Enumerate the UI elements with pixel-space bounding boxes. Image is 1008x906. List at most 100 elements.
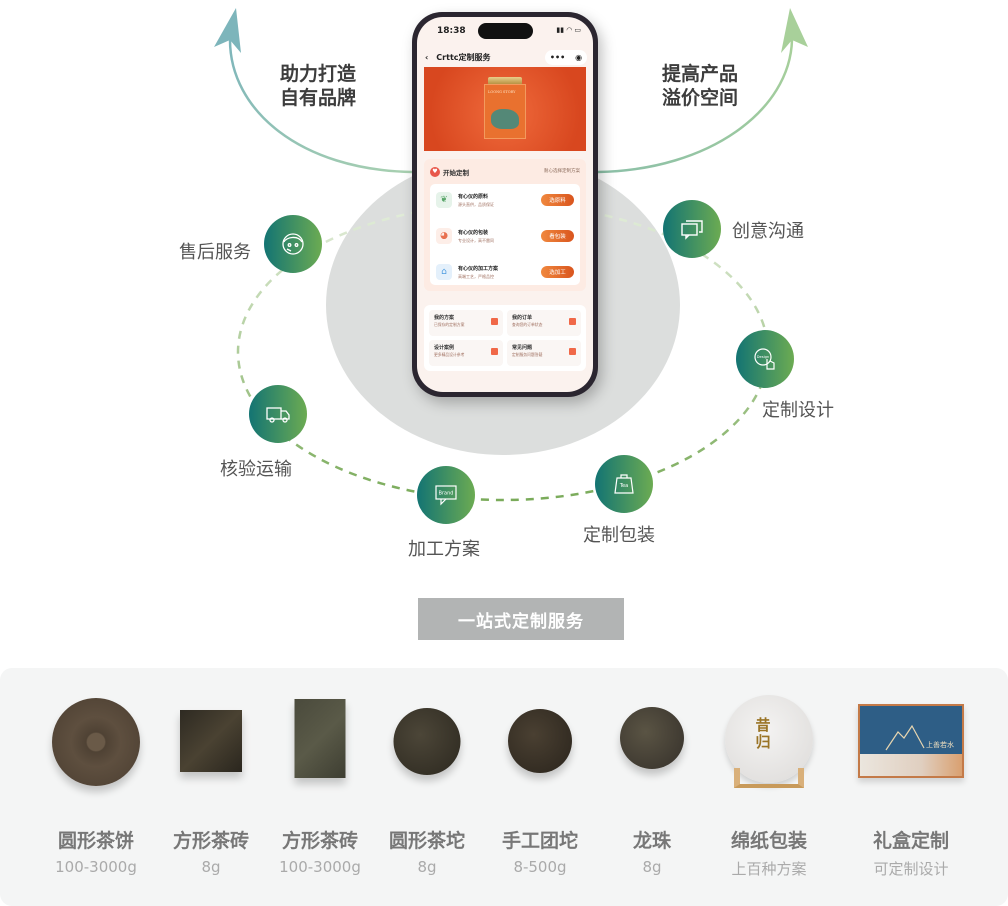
dragon-pearl-image	[620, 707, 684, 769]
left-arrow	[228, 39, 413, 174]
product-sub: 8g	[642, 858, 662, 876]
right-arrowhead	[781, 8, 808, 53]
product-name: 礼盒定制	[872, 830, 949, 852]
palette-icon: ◕	[436, 228, 452, 244]
step-shipping[interactable]	[249, 385, 307, 443]
options-list: ❦有心仪的原料源头直供，品质保证选原料 ◕有心仪的包装专业设计，高不雷同看包装 …	[430, 184, 580, 285]
tea-tin: LOONG STORY	[484, 84, 526, 139]
left-arrowhead	[214, 8, 241, 53]
back-icon[interactable]: ‹	[425, 52, 429, 62]
section-hint: 耐心选择定制方案	[544, 169, 580, 174]
product-sub: 8g	[417, 858, 437, 876]
faq[interactable]: 常见问题定制服务问题答疑	[507, 340, 581, 366]
grid-title: 设计案例	[434, 345, 455, 351]
truck-icon	[266, 407, 290, 423]
heart-icon: ♥	[430, 167, 440, 177]
option-title: 有心仪的包装	[458, 229, 489, 236]
option-material[interactable]: ❦有心仪的原料源头直供，品质保证选原料	[436, 186, 574, 214]
square-tea-brick-image	[180, 710, 242, 772]
dynamic-island	[478, 23, 533, 39]
capsule-menu[interactable]: ••• ◉	[545, 49, 587, 65]
slogan-line: 提高产品	[662, 63, 739, 85]
my-orders[interactable]: 我的订单查询您的订单状态	[507, 310, 581, 336]
product-sub: 8g	[201, 858, 221, 876]
box-strip	[860, 754, 962, 776]
step-label: 定制包装	[583, 525, 655, 546]
mountain-graphic	[885, 724, 925, 751]
shortcut-grid: 我的方案已保存的定制方案 我的订单查询您的订单状态 设计案例更多精品设计参考 常…	[424, 305, 586, 371]
product-sub: 100-3000g	[55, 858, 137, 876]
mini-program-nav: ‹ Crttc定制服务 ••• ◉	[425, 49, 587, 65]
more-icon[interactable]: •••	[549, 52, 566, 62]
tea-badge: Tea	[619, 483, 628, 489]
step-packaging[interactable]: Tea	[595, 455, 653, 513]
product-name: 手工团坨	[501, 830, 578, 852]
round-tea-cake-image	[52, 698, 140, 786]
design-badge: Design	[757, 355, 769, 359]
chat-bubbles-icon	[681, 220, 703, 240]
tin-artwork	[491, 109, 519, 129]
message-icon	[569, 348, 576, 355]
step-design[interactable]: Design	[736, 330, 794, 388]
slogan-line: 溢价空间	[662, 87, 739, 109]
step-label: 创意沟通	[732, 221, 804, 242]
step-communication[interactable]	[663, 200, 721, 258]
gift-box-image: 上善若水	[858, 704, 964, 778]
option-sub: 专业设计，高不雷同	[458, 237, 494, 243]
status-icons: ▮▮ ◠ ▭	[556, 26, 581, 34]
leaf-icon: ❦	[436, 192, 452, 208]
grid-sub: 定制服务问题答疑	[512, 352, 543, 357]
wrap-calligraphy: 昔归	[755, 716, 771, 751]
status-time: 18:38	[437, 26, 466, 36]
order-icon	[569, 318, 576, 325]
book-icon	[491, 348, 498, 355]
grid-sub: 查询您的订单状态	[512, 322, 543, 327]
step-after-sales[interactable]	[264, 215, 322, 273]
option-sub: 源头直供，品质保证	[458, 201, 494, 207]
design-cases[interactable]: 设计案例更多精品设计参考	[429, 340, 503, 366]
product-sub: 8-500g	[513, 858, 567, 876]
one-stop-service-button[interactable]: 一站式定制服务	[418, 598, 624, 640]
right-arrow	[597, 39, 794, 174]
grid-title: 我的订单	[512, 315, 533, 321]
tin-label: LOONG STORY	[488, 90, 516, 94]
handmade-tuo-image	[508, 709, 572, 773]
rect-tea-brick-image	[294, 699, 346, 778]
product-sub: 上百种方案	[731, 860, 807, 878]
tin-lid	[488, 77, 522, 85]
customer-service-icon	[282, 233, 304, 255]
close-target-icon[interactable]: ◉	[575, 52, 583, 62]
slogan-line: 助力打造	[280, 63, 357, 85]
view-packaging-button[interactable]: 看包装	[541, 230, 574, 242]
brand-chat-icon: Brand	[435, 485, 457, 506]
factory-icon: ⌂	[436, 264, 452, 280]
product-name: 龙珠	[632, 830, 671, 852]
phone-screen: 18:38 ▮▮ ◠ ▭ ‹ Crttc定制服务 ••• ◉ LOONG STOR…	[417, 17, 593, 392]
brand-badge: Brand	[439, 491, 454, 497]
product-name: 圆形茶饼	[57, 830, 134, 852]
choose-material-button[interactable]: 选原料	[541, 194, 574, 206]
phone-mockup: 18:38 ▮▮ ◠ ▭ ‹ Crttc定制服务 ••• ◉ LOONG STOR…	[412, 12, 598, 397]
product-name: 绵纸包装	[730, 830, 807, 852]
section-title: 开始定制	[443, 169, 469, 177]
step-label: 加工方案	[408, 539, 480, 560]
option-packaging[interactable]: ◕ 有心仪的包装专业设计，高不雷同 看包装	[436, 222, 574, 250]
start-custom-card: ♥ 开始定制 耐心选择定制方案 ❦有心仪的原料源头直供，品质保证选原料 ◕有心仪…	[424, 159, 586, 291]
option-processing[interactable]: ⌂有心仪的加工方案高端工艺，严格品控选加工	[436, 258, 574, 286]
page-title: Crttc定制服务	[436, 52, 491, 62]
grid-sub: 已保存的定制方案	[434, 322, 465, 327]
design-touch-icon: Design	[754, 348, 775, 370]
product-sub: 100-3000g	[279, 858, 361, 876]
step-label: 核验运输	[220, 459, 292, 480]
slogan-right: 提高产品溢价空间	[662, 62, 738, 110]
my-plans[interactable]: 我的方案已保存的定制方案	[429, 310, 503, 336]
wooden-stand	[734, 768, 804, 788]
tea-bag-icon: Tea	[614, 474, 634, 494]
product-sub: 可定制设计	[873, 860, 949, 878]
banner-image[interactable]: LOONG STORY	[424, 67, 586, 151]
choose-processing-button[interactable]: 选加工	[541, 266, 574, 278]
step-label: 售后服务	[179, 242, 251, 263]
option-sub: 高端工艺，严格品控	[458, 273, 494, 279]
step-processing[interactable]: Brand	[417, 466, 475, 524]
